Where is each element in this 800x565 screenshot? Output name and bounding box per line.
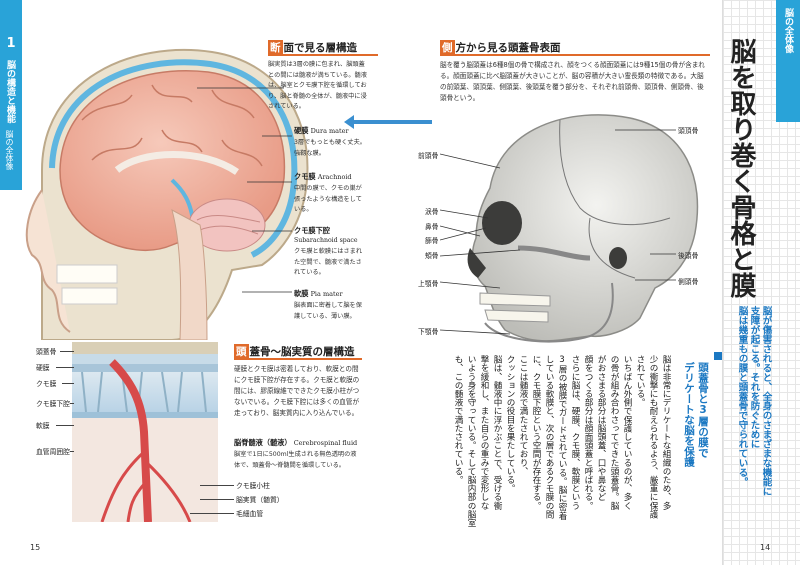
layer-pia: 軟膜 Pia mater: [294, 289, 343, 298]
label-zygomatic: 頬骨: [425, 252, 439, 260]
section4-heading-1: 頭蓋骨と3層の膜で: [697, 362, 709, 458]
section4-body: 脳は非常にデリケートな組織のため、多 少の衝撃にも耐えられるよう、厳重に保護 さ…: [440, 355, 672, 530]
page-title: 脳を取り巻く骨格と膜: [726, 38, 756, 298]
csf-heading: 脳脊髄液（髄液） Cerebrospinal fluid: [234, 438, 358, 447]
section1-heading-rest: 面で見る層構造: [283, 42, 358, 54]
body-line: 脳は、髄液中に浮かぶことで、受ける衝: [492, 355, 502, 510]
link-arrow: [344, 115, 432, 129]
body-line: いよう身を守っている。そして脳内部の脳室: [466, 355, 476, 527]
label-pia: 軟膜: [36, 422, 50, 430]
layer-subarachnoid-desc: クモ膜と軟膜にはさまれた空間で、髄液で満たされている。: [294, 248, 363, 276]
section3-heading-rest: 蓋骨〜脳実質の層構造: [249, 346, 355, 358]
label-skull: 頭蓋骨: [36, 348, 57, 356]
section2-intro: 脳を覆う脳頭蓋は6種8個の骨で構成され、顔をつくる顔面頭蓋には9種15個の骨が含…: [440, 61, 705, 102]
right-tab-label: 脳の全体像: [783, 8, 793, 53]
label-perivascular: 血管周囲腔: [36, 448, 70, 456]
label-lacrimal: 涙骨: [425, 208, 439, 216]
label-frontal: 前頭骨: [418, 152, 439, 160]
body-line: 顔をつくる部分は顔面頭蓋と呼ばれる。: [583, 355, 593, 510]
label-parietal: 頭頂骨: [678, 127, 699, 135]
lead-line-3: 脳は幾重もの膜と頭蓋骨で守られている。: [736, 306, 748, 487]
section1-heading-first: 断: [268, 40, 283, 55]
layer-dura: 硬膜 Dura mater: [294, 126, 349, 135]
chapter-number: 1: [6, 36, 16, 51]
label-nasal: 鼻骨: [425, 223, 439, 231]
section4-heading-2: デリケートな脳を保護: [683, 362, 695, 467]
label-ethmoid: 篩骨: [425, 237, 439, 245]
lead-line-1: 脳が傷害されると、全身のさまざまな機能に: [760, 306, 772, 496]
layer-subarachnoid: クモ膜下腔: [294, 226, 330, 235]
heading-marker: [714, 352, 724, 360]
meninges-layer-diagram: [72, 342, 218, 522]
section3-intro: 硬膜とクモ膜は密着しており、軟膜との間にクモ膜下腔が存在する。クモ膜と軟膜の間に…: [234, 365, 360, 417]
csf-desc: 脳室で1日に500ml生成される無色透明の液体で、頭蓋骨〜脊髄間を循環している。: [234, 451, 357, 469]
label-mandible: 下顎骨: [418, 328, 439, 336]
brain-sagittal-illustration: [25, 48, 309, 340]
body-line: 撃を緩和し、また自らの重みで変形しな: [479, 355, 489, 510]
label-temporal: 側頭骨: [678, 278, 699, 286]
label-parenchyma: 脳実質（髄質）: [236, 496, 284, 504]
label-arachnoid: クモ膜: [36, 380, 57, 388]
chapter-title: 脳の構造と機能: [5, 60, 15, 123]
body-line: 少の衝撃にも耐えられるよう、厳重に保護: [648, 355, 658, 519]
section2-heading-first: 側: [440, 40, 455, 55]
body-line: に、クモ膜下腔という空間が存在する。: [531, 355, 541, 510]
section3-heading-first: 頭: [234, 344, 249, 359]
lead-line-2: 支障が起こる。それを防ぐために: [748, 306, 760, 449]
section2-heading-rest: 方から見る頭蓋骨表面: [455, 42, 561, 54]
skull-lateral-illustration: [440, 114, 699, 343]
layer-pia-desc: 脳表面に密着して脳を保護している、薄い膜。: [294, 302, 362, 320]
right-grid-panel: [722, 0, 800, 565]
body-line: さらに脳は、硬膜、クモ膜、軟膜という: [570, 355, 580, 510]
body-line: している軟膜と、次の層であるクモ膜の間: [544, 355, 554, 519]
label-trabecula: クモ膜小柱: [236, 482, 270, 490]
page-number-left: 15: [30, 543, 41, 552]
chapter-bar: [0, 0, 22, 190]
body-line: クッションの役目を果たしている。: [505, 355, 515, 493]
label-subarachnoid: クモ膜下腔: [36, 400, 70, 408]
layer-arachnoid: クモ膜 Arachnoid: [294, 172, 352, 181]
chapter-strip: 1 脳の構造と機能 脳の全体像: [0, 0, 22, 565]
layer-arachnoid-desc: 中間の膜で、クモの巣が張ったような構造をしている。: [294, 185, 362, 213]
section1-heading: 断面で見る層構造: [268, 40, 378, 56]
layer-subarachnoid-latin: Subarachnoid space: [294, 237, 358, 244]
section2-heading: 側方から見る頭蓋骨表面: [440, 40, 710, 56]
body-line: されている。: [635, 355, 645, 407]
body-line: 3層の被膜でガードされている。脳に密着: [557, 355, 567, 520]
label-capillary: 毛細血管: [236, 510, 264, 518]
body-line: いちばん外側で保護しているのが、多く: [622, 355, 632, 510]
label-dura: 硬膜: [36, 364, 50, 372]
chapter-subtitle: 脳の全体像: [5, 130, 14, 170]
section3-heading: 頭蓋骨〜脳実質の層構造: [234, 344, 362, 360]
section1-intro: 脳実質は3層の膜に包まれ、脳頭蓋との間には髄液が満ちている。髄液は、脳室とクモ膜…: [268, 61, 367, 110]
body-line: がおさまる部分は脳頭蓋、口や鼻など: [596, 355, 606, 502]
right-chapter-tab: 脳の全体像: [776, 0, 800, 122]
layer-dura-desc: 3層でもっとも硬く丈夫。強靱な膜。: [294, 139, 366, 157]
body-line: 脳は非常にデリケートな組織のため、多: [661, 355, 671, 510]
label-occipital: 後頭骨: [678, 252, 699, 260]
page-number-right: 14: [760, 543, 771, 552]
label-maxilla: 上顎骨: [418, 280, 439, 288]
body-line: も、この髄液で満たされている。: [453, 355, 463, 484]
body-line: の骨が組み合わさってできた頭蓋骨。脳: [609, 355, 619, 510]
body-line: ここは髄液で満たされており、: [518, 355, 528, 476]
